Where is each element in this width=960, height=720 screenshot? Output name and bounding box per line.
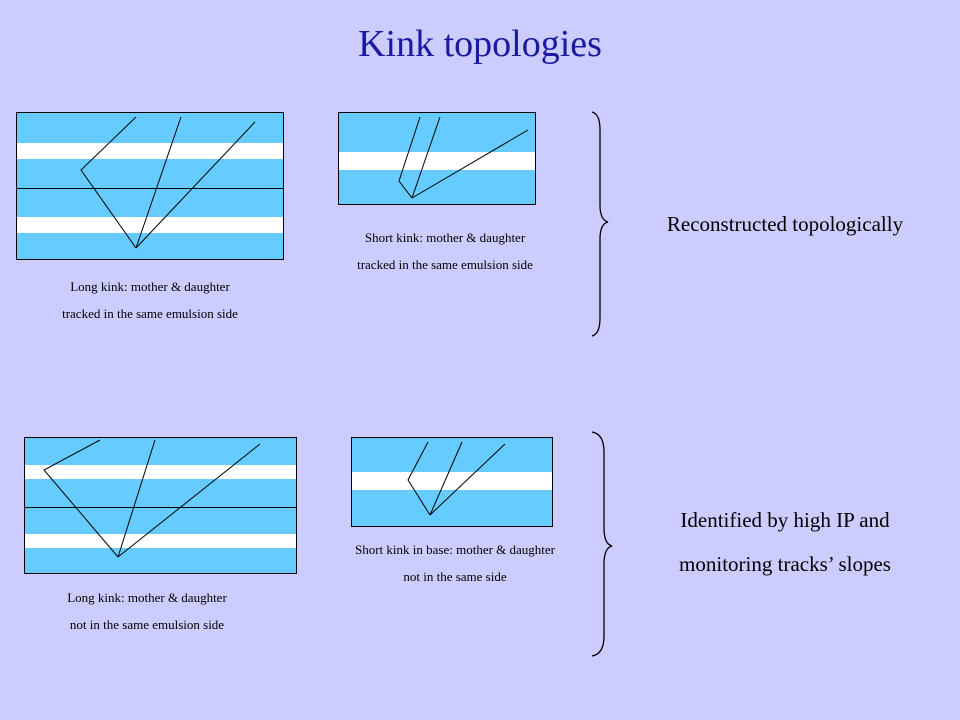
caption-line: not in the same side bbox=[403, 569, 507, 584]
base-layer bbox=[25, 534, 296, 548]
base-layer bbox=[17, 143, 283, 159]
daughter-track bbox=[117, 439, 156, 558]
bottom-group-label: Identified by high IP and monitoring tra… bbox=[620, 498, 950, 586]
mother-track bbox=[80, 116, 137, 249]
layer-boundary bbox=[17, 188, 283, 189]
mother-track bbox=[43, 439, 119, 558]
caption-line: Short kink: mother & daughter bbox=[364, 230, 526, 245]
daughter-track bbox=[429, 441, 463, 516]
caption-line: Long kink: mother & daughter bbox=[67, 590, 227, 605]
caption-line: tracked in the same emulsion side bbox=[357, 257, 533, 272]
caption-line: Long kink: mother & daughter bbox=[70, 279, 230, 294]
short-kink-base-stack bbox=[351, 437, 553, 527]
caption-line: tracked in the same emulsion side bbox=[62, 306, 238, 321]
daughter-track bbox=[429, 443, 506, 516]
daughter-track bbox=[411, 116, 441, 199]
top-group-label: Reconstructed topologically bbox=[666, 212, 904, 236]
mother-track bbox=[407, 441, 431, 516]
daughter-track bbox=[135, 116, 182, 249]
layer-boundary bbox=[25, 507, 296, 508]
base-layer bbox=[25, 465, 296, 479]
short-kink-same-side-caption: Short kink: mother & daughter tracked in… bbox=[320, 224, 570, 278]
caption-line: Short kink in base: mother & daughter bbox=[354, 542, 556, 557]
long-kink-same-side-stack bbox=[16, 112, 284, 260]
daughter-track bbox=[117, 443, 261, 558]
daughter-track bbox=[135, 121, 256, 249]
short-kink-same-side-stack bbox=[338, 112, 536, 205]
mother-track bbox=[398, 116, 421, 199]
bottom-group-label-line: monitoring tracks’ slopes bbox=[679, 552, 891, 576]
long-kink-not-same-side-caption: Long kink: mother & daughter not in the … bbox=[22, 584, 272, 638]
slide-title: Kink topologies bbox=[358, 23, 602, 65]
caption-line: not in the same emulsion side bbox=[69, 617, 225, 632]
short-kink-base-caption: Short kink in base: mother & daughter no… bbox=[320, 536, 590, 590]
long-kink-same-side-caption: Long kink: mother & daughter tracked in … bbox=[16, 273, 284, 327]
daughter-track bbox=[411, 129, 529, 199]
long-kink-not-same-side-stack bbox=[24, 437, 297, 574]
base-layer bbox=[352, 472, 552, 490]
base-layer bbox=[339, 152, 535, 170]
base-layer bbox=[17, 217, 283, 233]
bottom-group-label-line: Identified by high IP and bbox=[680, 508, 890, 532]
